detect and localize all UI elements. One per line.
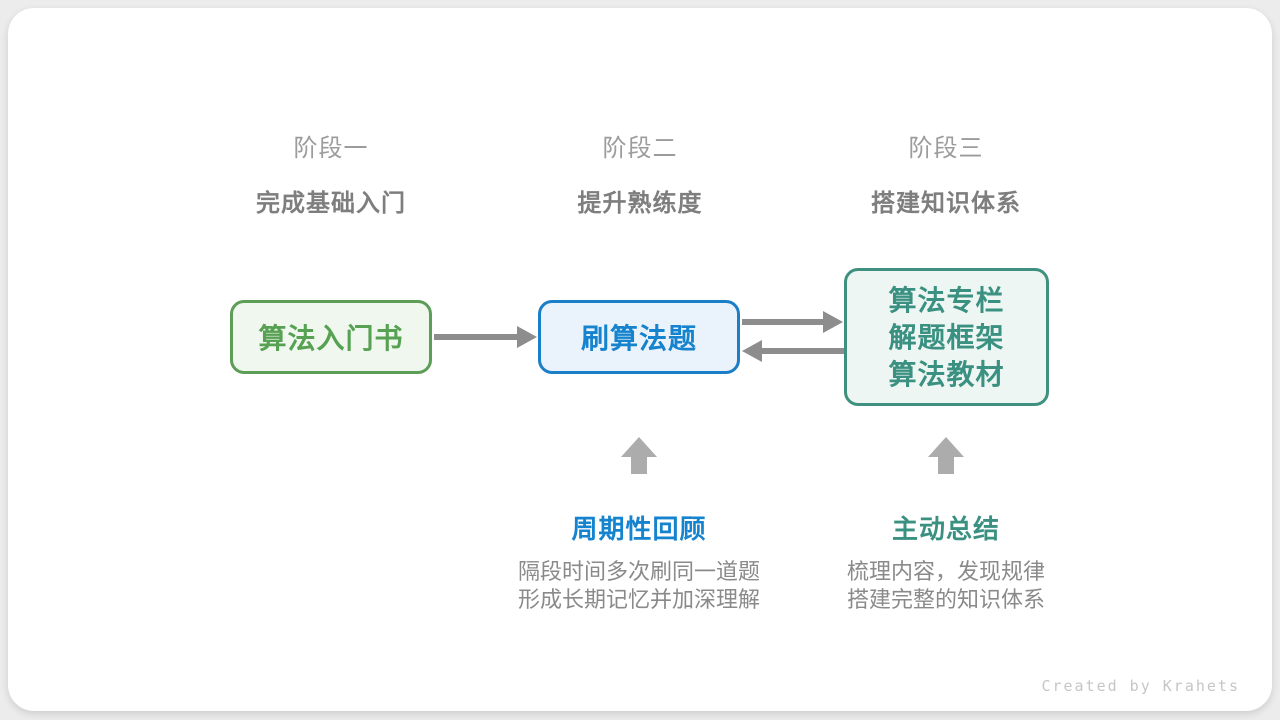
up-arrow-stem-icon: [631, 456, 647, 474]
up-arrow-icon: [621, 437, 657, 457]
node-resources-line-2: 解题框架: [888, 321, 1005, 353]
annotation-review-desc: 隔段时间多次刷同一道题 形成长期记忆并加深理解: [459, 558, 819, 614]
node-intro-book: 算法入门书: [230, 300, 432, 374]
annotation-summary-desc: 梳理内容，发现规律 搭建完整的知识体系: [766, 558, 1126, 614]
stage-1-header: 阶段一 完成基础入门: [171, 128, 491, 218]
annotation-review-desc-line-2: 形成长期记忆并加深理解: [517, 587, 760, 612]
node-resources: 算法专栏 解题框架 算法教材: [844, 268, 1049, 406]
annotation-summary-title: 主动总结: [891, 514, 1000, 544]
stage-3-label: 阶段三: [908, 135, 984, 162]
annotation-review-desc-line-1: 隔段时间多次刷同一道题: [517, 559, 760, 584]
node-practice-label: 刷算法题: [580, 323, 697, 354]
stage-3-header: 阶段三 搭建知识体系: [786, 128, 1106, 218]
arrow-left-head-icon: [742, 340, 762, 362]
arrow-left-icon: [761, 348, 844, 354]
stage-2-title: 提升熟练度: [577, 190, 703, 217]
stage-2-header: 阶段二 提升熟练度: [480, 128, 800, 218]
node-practice: 刷算法题: [538, 300, 740, 374]
arrow-right-icon: [742, 319, 824, 325]
arrow-right-head-icon: [823, 311, 843, 333]
up-arrow-stem-icon: [938, 456, 954, 474]
node-intro-book-label: 算法入门书: [258, 323, 404, 354]
node-resources-line-3: 算法教材: [888, 358, 1005, 390]
annotation-review-title: 周期性回顾: [571, 514, 707, 544]
node-resources-line-1: 算法专栏: [888, 284, 1005, 316]
stage-3-title: 搭建知识体系: [871, 190, 1021, 217]
annotation-summary-desc-line-2: 搭建完整的知识体系: [846, 587, 1045, 612]
stage-1-label: 阶段一: [293, 135, 369, 162]
arrow-right-icon: [434, 334, 518, 340]
up-arrow-icon: [928, 437, 964, 457]
credit-text: Created by Krahets: [1041, 677, 1240, 695]
stage-1-title: 完成基础入门: [256, 190, 406, 217]
arrow-right-head-icon: [517, 326, 537, 348]
annotation-summary-desc-line-1: 梳理内容，发现规律: [846, 559, 1045, 584]
stage-2-label: 阶段二: [602, 135, 678, 162]
